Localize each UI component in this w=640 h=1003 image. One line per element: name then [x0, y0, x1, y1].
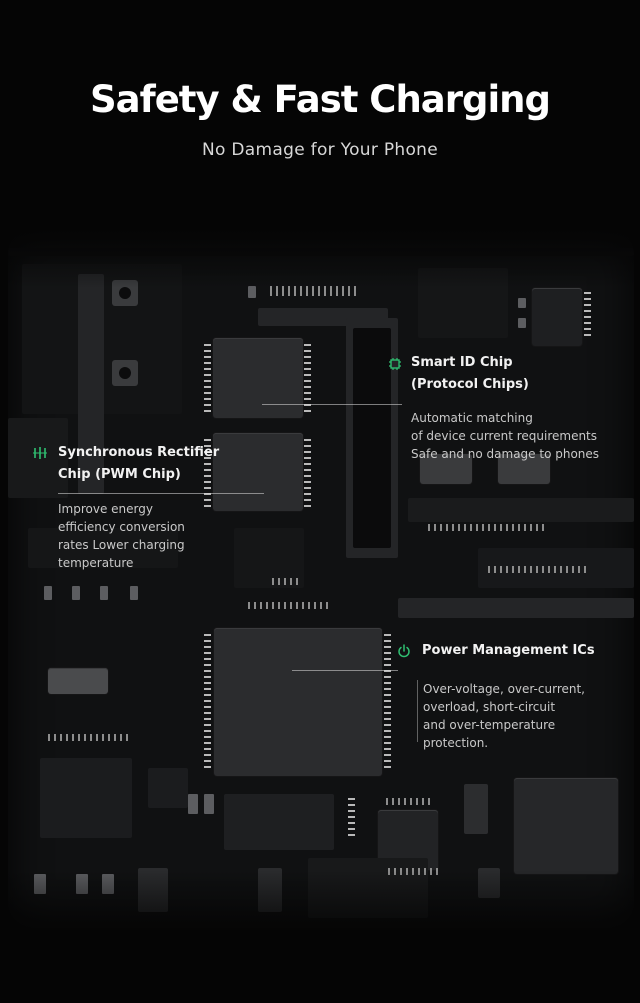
smart-id-desc-1: Automatic matching — [411, 411, 533, 425]
power-desc-1: Over-voltage, over-current, — [423, 682, 585, 696]
rectifier-desc-3: rates Lower charging — [58, 538, 185, 552]
power-desc-2: overload, short-circuit — [423, 700, 556, 714]
page-subtitle: No Damage for Your Phone — [202, 140, 438, 160]
rectifier-subtitle: Chip (PWM Chip) — [58, 467, 181, 482]
smart-id-desc-3: Safe and no damage to phones — [411, 447, 600, 461]
rectifier-desc-2: efficiency conversion — [58, 520, 185, 534]
rectifier-desc-4: temperature — [58, 556, 134, 570]
power-title: Power Management ICs — [422, 643, 595, 658]
rectifier-callout-line — [58, 493, 264, 494]
board-bottom-fade — [0, 870, 640, 940]
protocol-chip — [213, 338, 303, 418]
mounting-hole — [112, 360, 138, 386]
power-desc-3: and over-temperature — [423, 718, 556, 732]
rectifier-desc-1: Improve energy — [58, 502, 153, 516]
chip-icon — [389, 358, 401, 370]
power-callout-vline — [417, 680, 418, 742]
smart-id-subtitle: (Protocol Chips) — [411, 377, 529, 392]
pwm-chip — [213, 433, 303, 511]
rectifier-icon — [33, 447, 47, 459]
rectifier-title: Synchronous Rectifier — [58, 445, 220, 460]
power-callout-line — [292, 670, 398, 671]
smart-id-desc-2: of device current requirements — [411, 429, 598, 443]
smart-id-title: Smart ID Chip — [411, 355, 513, 370]
smart-id-callout-line — [262, 404, 402, 405]
board-top-fade — [0, 228, 640, 288]
power-desc-4: protection. — [423, 736, 489, 750]
power-management-ic — [214, 628, 382, 776]
circuit-board-illustration — [8, 228, 634, 928]
power-icon — [398, 644, 410, 658]
page-title: Safety & Fast Charging — [89, 78, 551, 121]
